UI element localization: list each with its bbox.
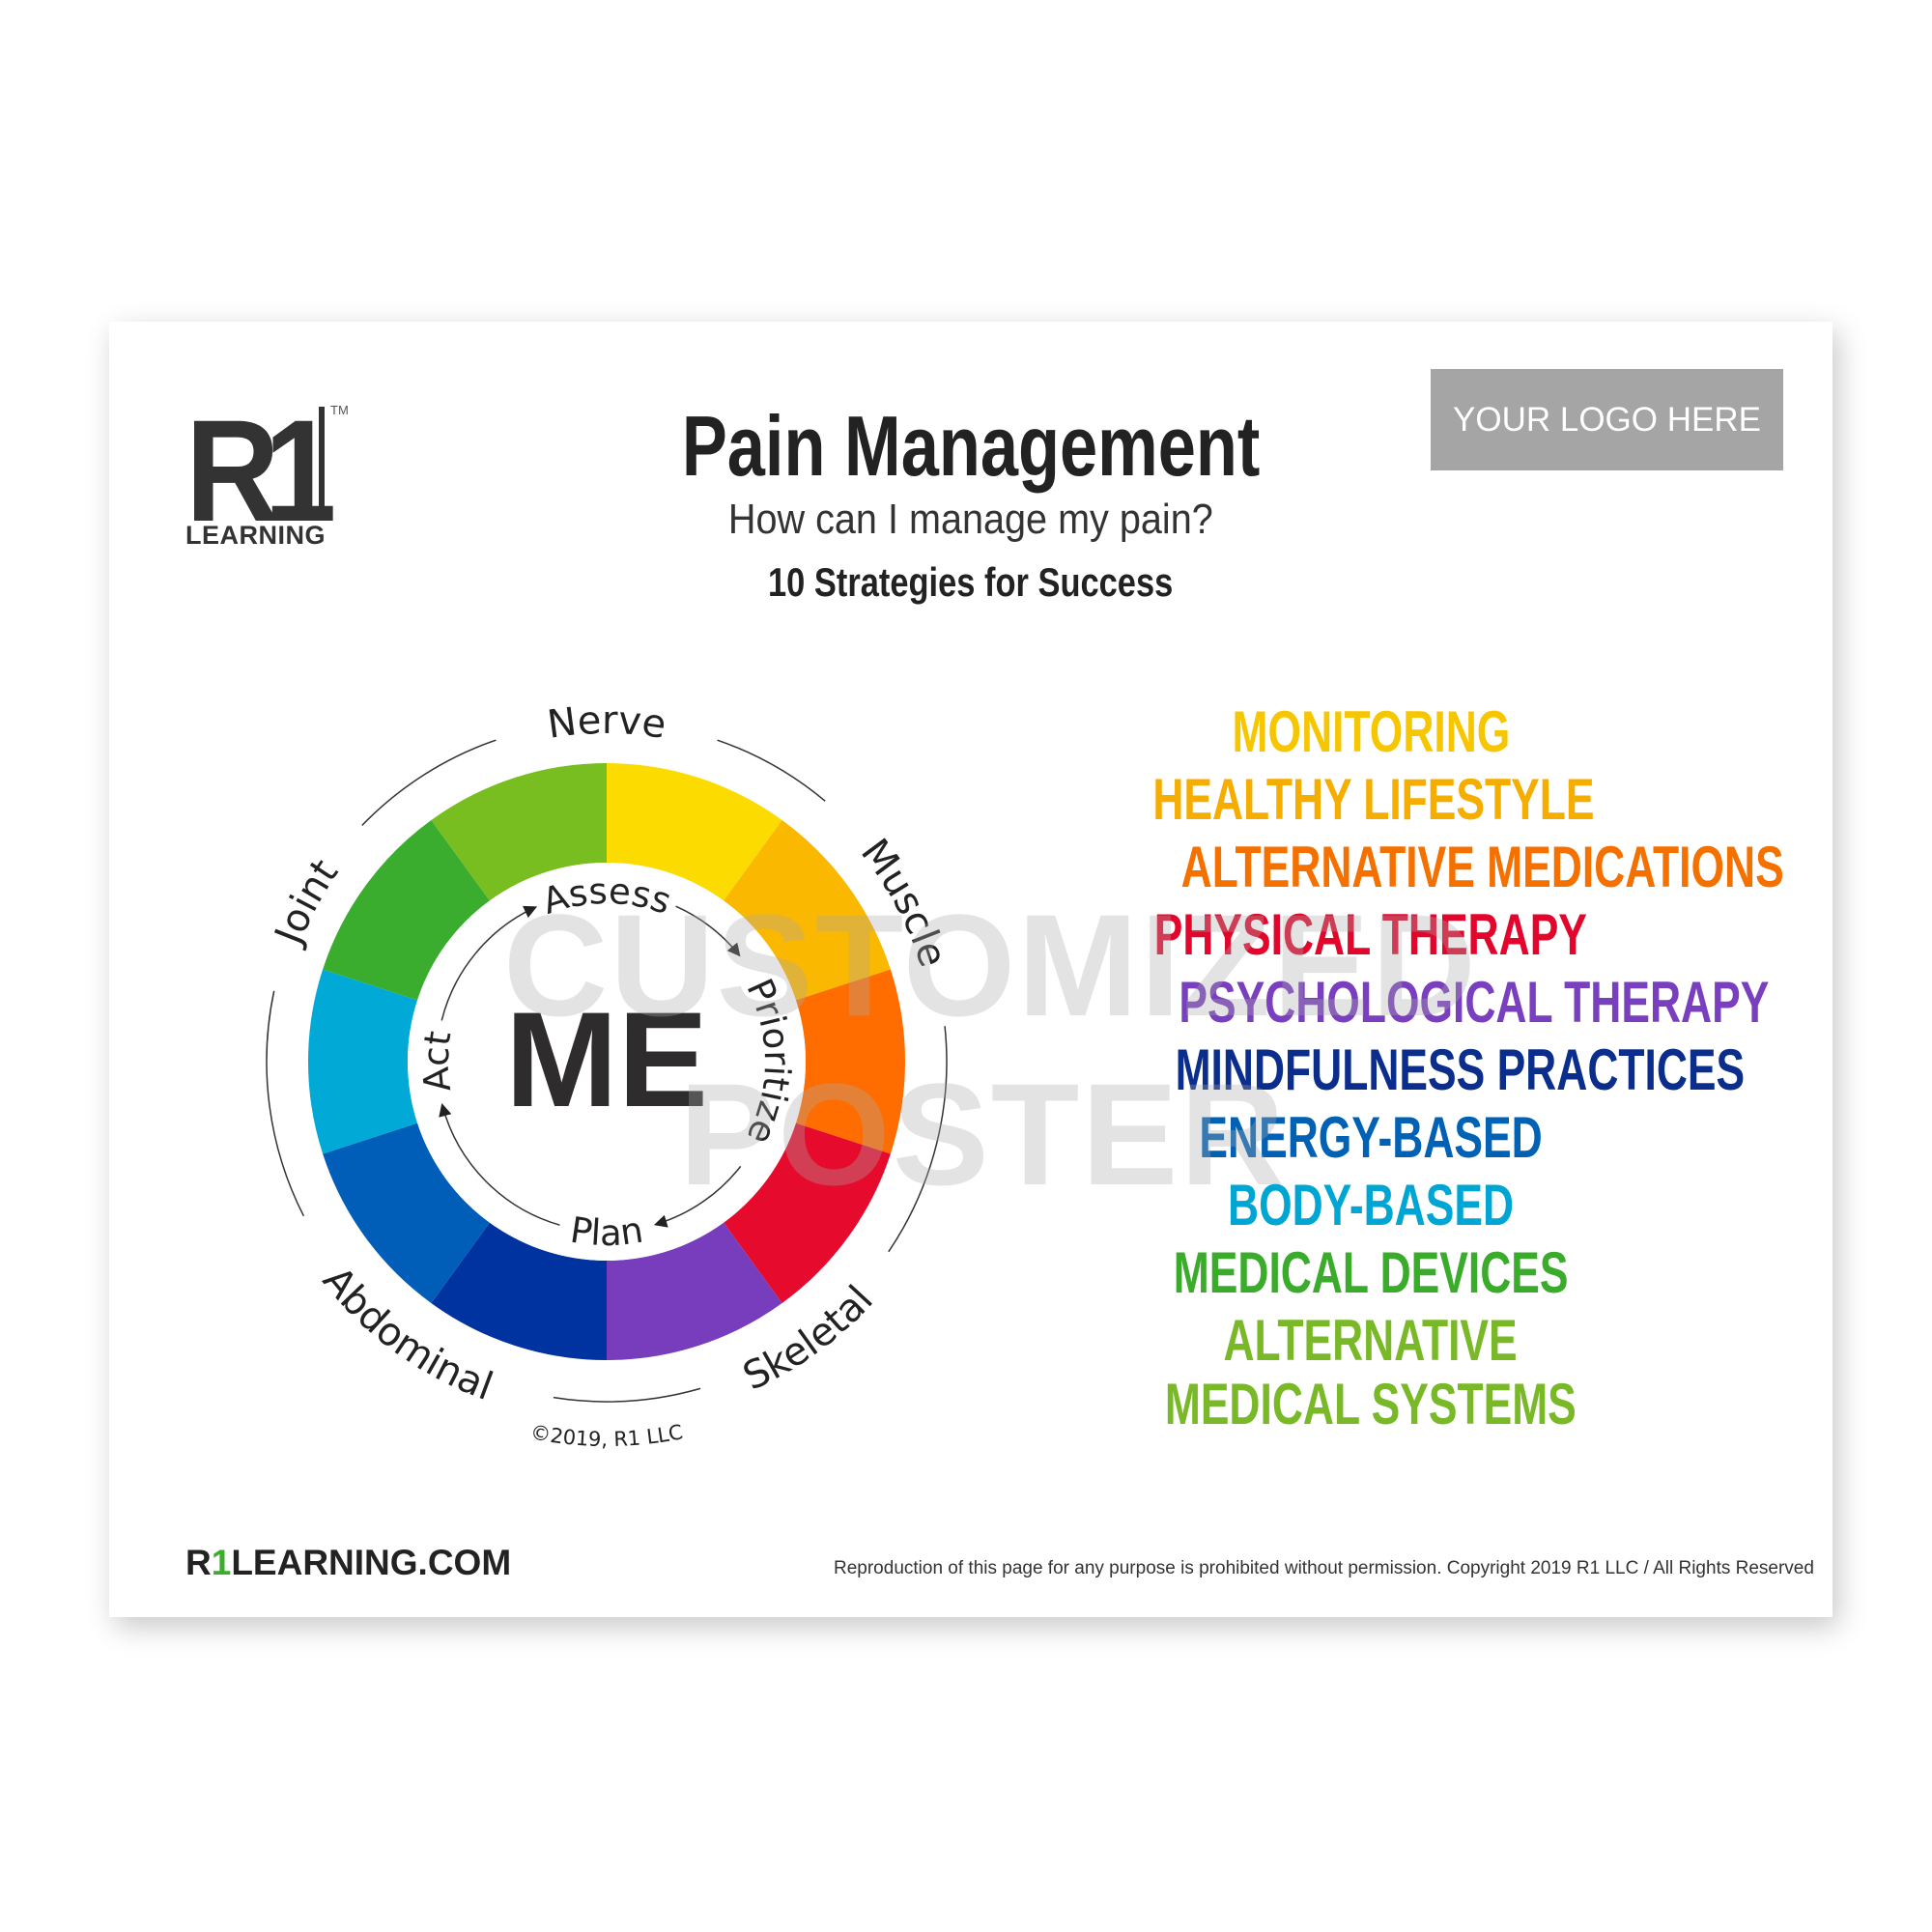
strategy-item: HEALTHY LIFESTYLE (1075, 766, 1666, 834)
wheel-segment (724, 820, 891, 1001)
watermark-poster: POSTER (679, 1053, 1287, 1215)
cycle-arrow (675, 905, 741, 957)
strategy-item: MEDICAL SYSTEMS (1075, 1375, 1666, 1435)
subtitle-text: How can I manage my pain? (728, 496, 1213, 543)
site-prefix: R (185, 1543, 212, 1582)
strategy-item: MINDFULNESS PRACTICES (1075, 1037, 1746, 1104)
wheel-segment (607, 1222, 782, 1360)
page-title: Pain Management (488, 397, 1454, 496)
wheel-segment (323, 820, 490, 1001)
outer-arc-line (553, 1387, 701, 1403)
site-one: 1 (211, 1543, 232, 1582)
diagram-copyright: ©2019, R1 LLC (528, 1420, 684, 1451)
cycle-label: Act (415, 1029, 460, 1094)
cycle-arrow (439, 1102, 560, 1226)
subtitle: How can I manage my pain? (488, 496, 1454, 544)
strategy-label: HEALTHY LIFESTYLE (1152, 767, 1595, 832)
strategy-label: PHYSICAL THERAPY (1153, 902, 1588, 967)
title-text: Pain Management (681, 398, 1261, 494)
strategy-label: MONITORING (1232, 699, 1510, 764)
wheel-segment (724, 1122, 891, 1303)
strategy-label: ALTERNATIVE (1223, 1308, 1519, 1373)
strategy-label: ENERGY-BASED (1199, 1105, 1543, 1170)
strategy-item: ALTERNATIVE MEDICATIONS (1075, 834, 1784, 901)
strategy-label: BODY-BASED (1227, 1173, 1515, 1237)
website-link[interactable]: R1LEARNING.COM (185, 1543, 511, 1583)
tagline: 10 Strategies for Success (488, 559, 1454, 606)
outer-label: Joint (266, 852, 347, 953)
strategy-item: MONITORING (1075, 698, 1666, 766)
strategy-item: MEDICAL DEVICES (1075, 1239, 1666, 1307)
strategy-label: MINDFULNESS PRACTICES (1175, 1037, 1746, 1102)
outer-arc-line (888, 1026, 948, 1253)
wheel-segment (431, 763, 607, 901)
wheel-segment (307, 969, 418, 1154)
outer-arc-line (717, 739, 826, 802)
cycle-arrow (653, 1165, 742, 1228)
wheel-segment (795, 969, 906, 1154)
strategy-item: BODY-BASED (1075, 1172, 1666, 1239)
center-label: ME (505, 983, 708, 1135)
pain-wheel-diagram: NerveMuscleSkeletalAbdominalJointAssessP… (266, 698, 955, 1451)
copyright-notice: Reproduction of this page for any purpos… (834, 1558, 1814, 1578)
wheel-segment (323, 1122, 490, 1303)
strategy-item: PHYSICAL THERAPY (1075, 901, 1666, 969)
outer-arc-line (361, 739, 497, 827)
strategy-label: MEDICAL SYSTEMS (1165, 1372, 1577, 1436)
strategy-label: MEDICAL DEVICES (1173, 1240, 1569, 1305)
cycle-label: Plan (567, 1209, 645, 1255)
strategy-item: PSYCHOLOGICAL THERAPY (1075, 969, 1769, 1037)
strategy-item: ENERGY-BASED (1075, 1104, 1666, 1172)
tagline-text: 10 Strategies for Success (768, 559, 1174, 605)
wheel-center (408, 863, 806, 1261)
outer-arc-line (266, 990, 305, 1217)
wheel-segment (607, 763, 782, 901)
watermark-customized: CUSTOMIZED (503, 884, 1478, 1046)
poster: R1 TM LEARNING Pain Management How can I… (109, 322, 1833, 1617)
logo-mark: R1 (185, 389, 336, 552)
logo-word: LEARNING (185, 521, 326, 550)
cycle-arrow (440, 905, 538, 1021)
r1-learning-logo: R1 TM LEARNING (185, 389, 359, 557)
strategy-label: PSYCHOLOGICAL THERAPY (1179, 970, 1770, 1035)
site-suffix: LEARNING.COM (231, 1543, 512, 1582)
trademark: TM (330, 403, 349, 417)
wheel-segment (431, 1222, 607, 1360)
logo-placeholder: YOUR LOGO HERE (1431, 369, 1783, 470)
strategy-item: ALTERNATIVE (1075, 1307, 1666, 1375)
outer-label: Nerve (545, 698, 668, 748)
strategy-label: ALTERNATIVE MEDICATIONS (1180, 835, 1784, 899)
logo-divider (319, 407, 325, 515)
